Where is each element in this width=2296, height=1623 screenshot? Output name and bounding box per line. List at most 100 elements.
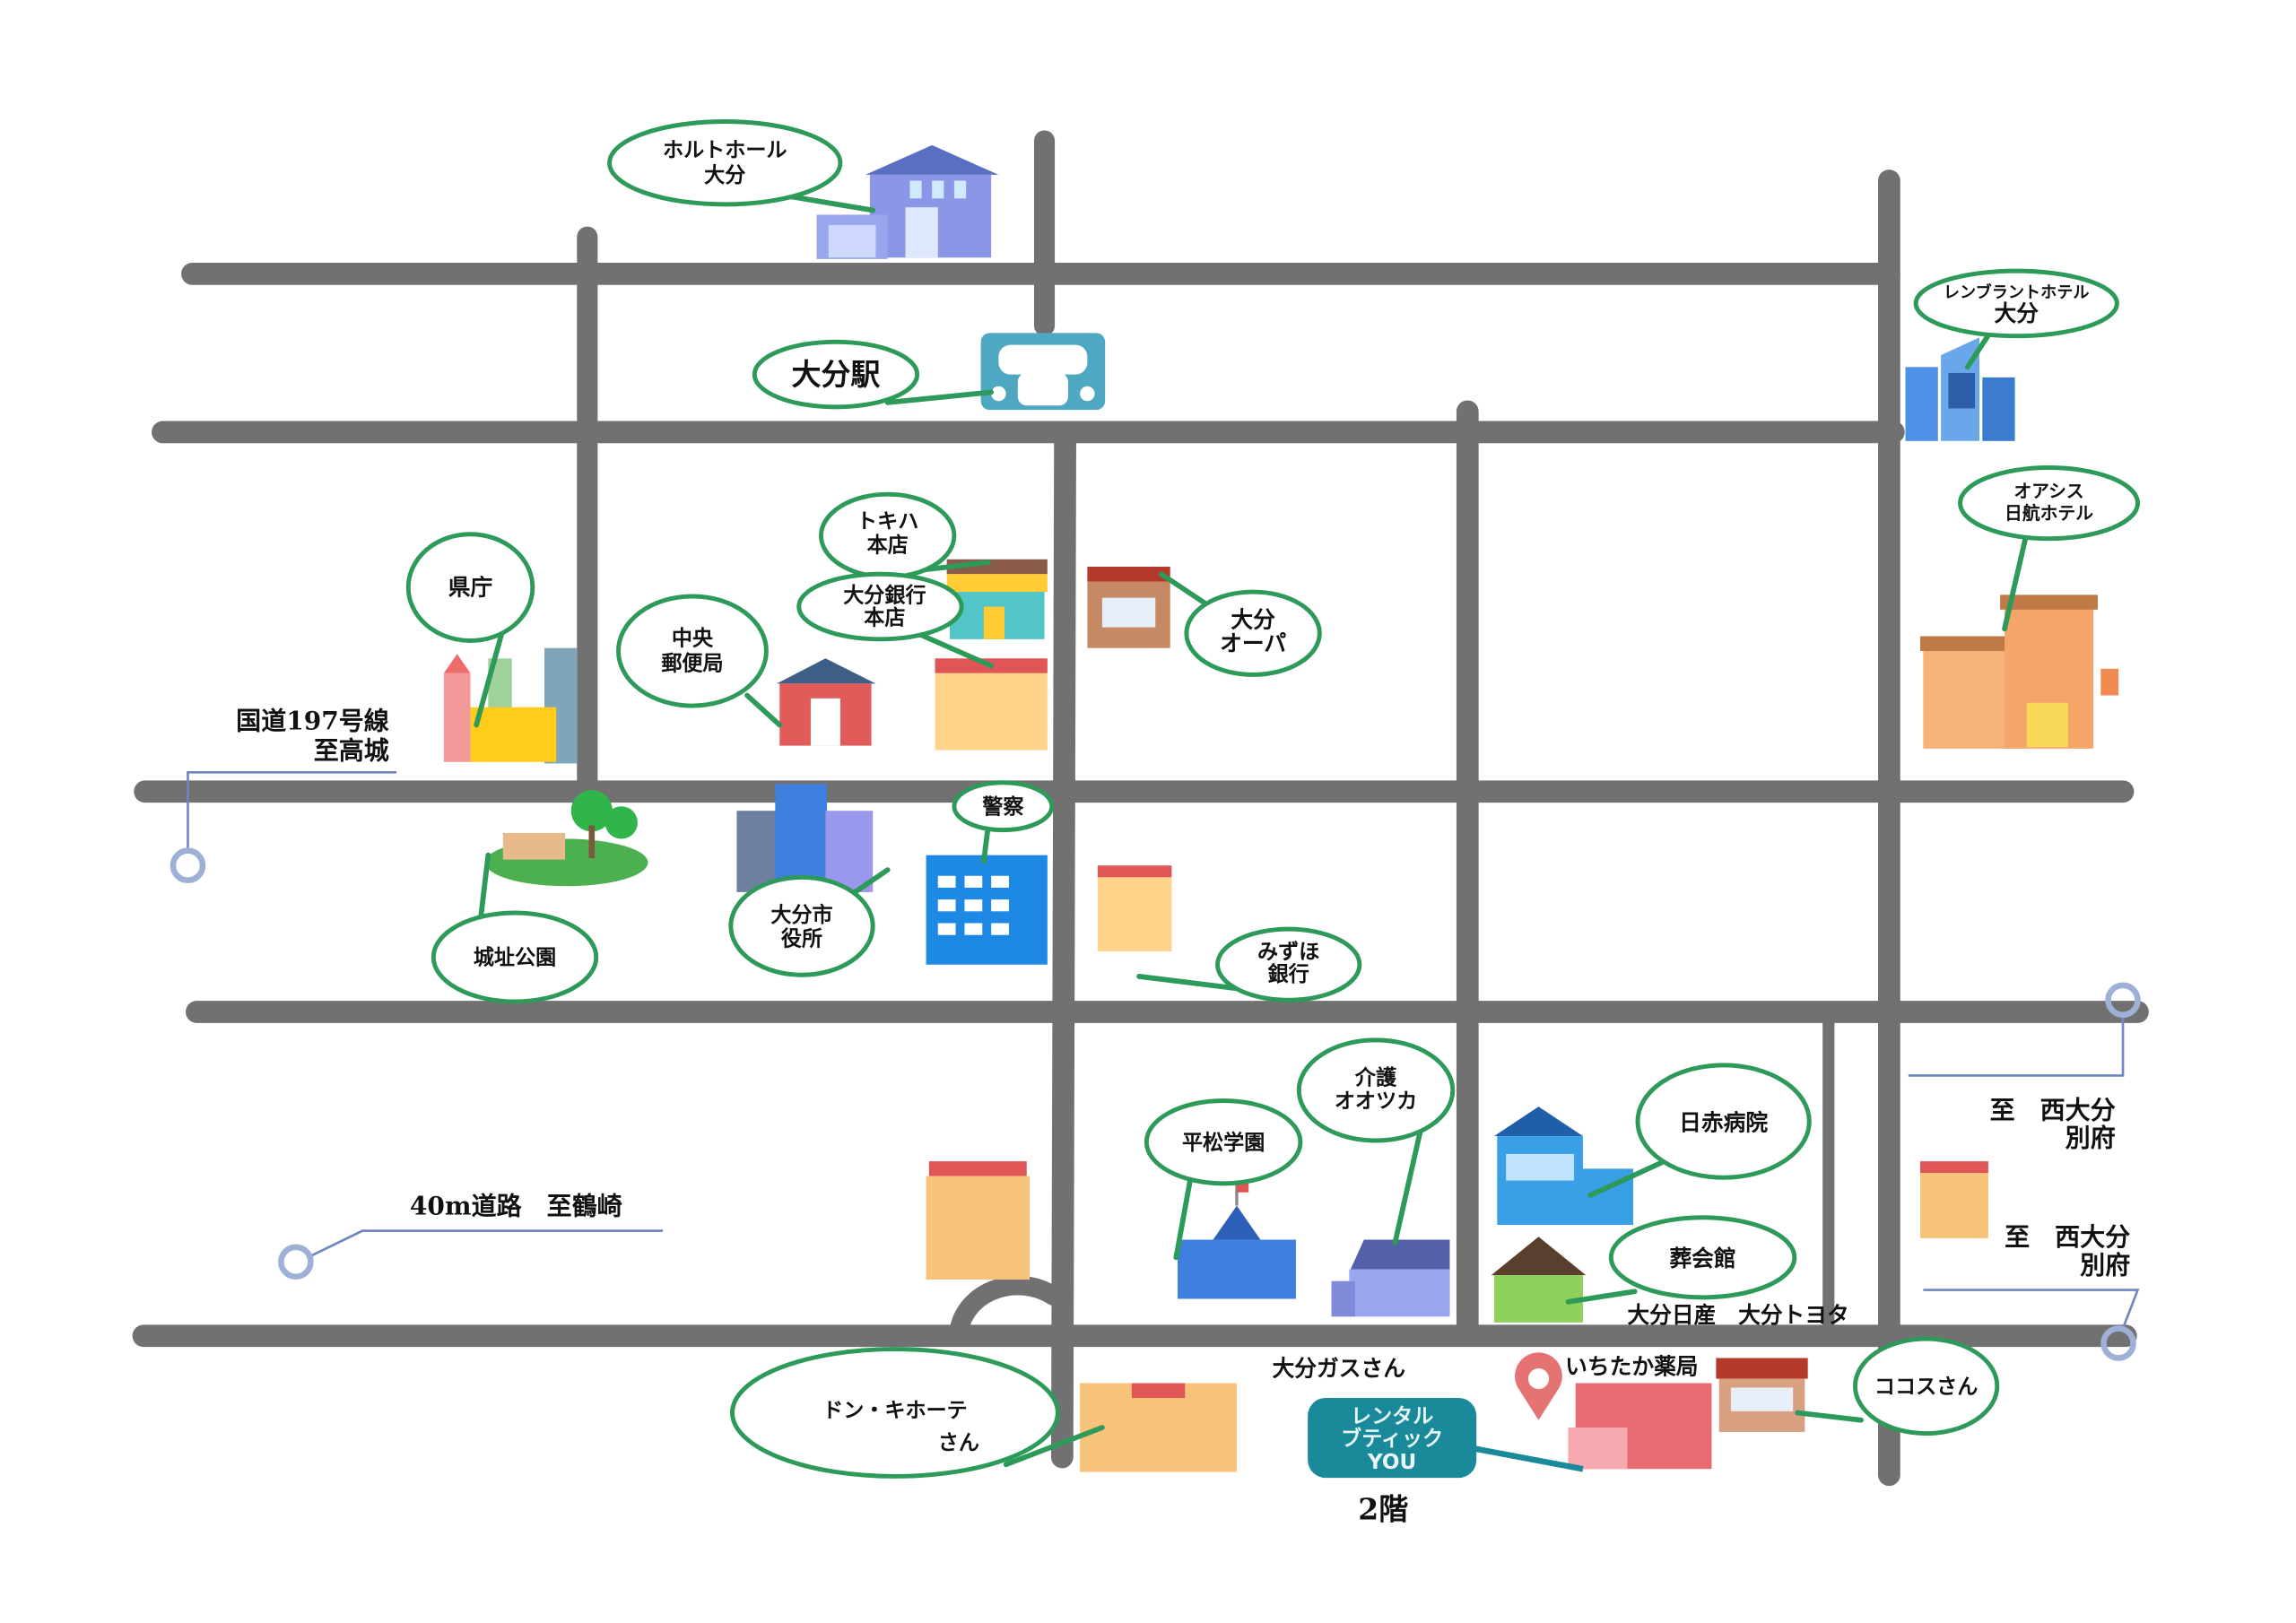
school-building-icon <box>1177 1183 1296 1299</box>
svg-text:トキハ本店: トキハ本店 <box>857 510 918 557</box>
callout-oita-bank[interactable]: 大分銀行本店 <box>796 571 995 669</box>
oasis-hotel-building-icon <box>1920 595 2119 749</box>
callout-text: ドン・キホーテ <box>822 1399 968 1422</box>
callout-red-cross[interactable]: 日赤病院 <box>1587 1063 1812 1198</box>
destination-name: ブティック <box>1341 1427 1443 1451</box>
callout-text: 郵便局 <box>661 652 723 675</box>
callout-oasis[interactable]: オアシス日航ホテル <box>1958 465 2140 632</box>
callout-text: 葬会館 <box>1669 1245 1735 1271</box>
callout-cocos[interactable]: ココスさん <box>1795 1336 2000 1436</box>
callout-text: 平松学園 <box>1182 1131 1265 1155</box>
svg-text:みずほ銀行: みずほ銀行 <box>1257 941 1319 986</box>
pharmacy-building-icon <box>1568 1383 1712 1470</box>
callout-castle-park[interactable]: 城址公園 <box>430 852 599 1004</box>
callout-text: 本店 <box>867 534 909 558</box>
callout-text: オアシス <box>2013 481 2083 501</box>
funeral-hall-building-icon <box>1491 1237 1587 1323</box>
building-east-icon <box>1920 1161 1988 1238</box>
roads <box>132 130 2149 1487</box>
callout-city-hall[interactable]: 大分市役所 <box>728 867 891 977</box>
callout-text: 城址公園 <box>474 946 556 970</box>
callout-opa[interactable]: 大分オーパ <box>1158 571 1322 677</box>
holtohall-building-icon <box>816 144 999 259</box>
direction-connectors <box>170 770 2141 1361</box>
callout-text: 警察 <box>982 794 1024 819</box>
svg-text:大分銀行本店: 大分銀行本店 <box>843 584 926 630</box>
rembrandt-hotel-building-icon <box>1905 337 2015 441</box>
callout-mizuho[interactable]: みずほ銀行 <box>1136 926 1362 1002</box>
callout-oita-station[interactable]: 大分駅 <box>752 339 995 410</box>
ring-nishioita-1-icon <box>2105 982 2141 1019</box>
callout-donki[interactable]: ドン・キホーテさん <box>730 1347 1105 1479</box>
callout-prefecture[interactable]: 県庁 <box>405 532 535 728</box>
city-hall-building-icon <box>736 784 874 892</box>
connector-route197 <box>187 770 397 851</box>
callout-text: レンブラントホテル <box>1944 282 2090 302</box>
callout-text: 日赤病院 <box>1679 1109 1768 1135</box>
callout-text: 銀行 <box>1268 962 1309 986</box>
label-nishioita-1b: 別府 <box>2066 1124 2116 1153</box>
callout-text: オオツカ <box>1335 1090 1417 1114</box>
connector-nishioita-1 <box>1908 1014 2125 1077</box>
buildings <box>443 144 2119 1472</box>
callout-tokiwa[interactable]: トキハ本店 <box>818 491 991 580</box>
map-labels: 国道197号線至高城 40m道路 至鶴崎 至 西大分別府 至 西大分別府 大分日… <box>236 706 2130 1381</box>
callout-text: さん <box>938 1432 979 1455</box>
svg-text:ドン・キホーテさん: ドン・キホーテさん <box>822 1399 979 1454</box>
label-dealers: 大分日産 大分トヨタ <box>1627 1302 1848 1328</box>
svg-text:ホルトホール大分: ホルトホール大分 <box>663 139 787 187</box>
callout-text: 日航ホテル <box>2005 503 2093 524</box>
callout-text: 大分市 <box>770 903 832 927</box>
svg-text:至 西大分別府: 至 西大分別府 <box>2005 1222 2130 1280</box>
destination-name: レンタル <box>1351 1405 1433 1428</box>
label-nishioita-2b: 別府 <box>2080 1250 2130 1280</box>
callout-text: 大分 <box>1231 607 1275 633</box>
destination-name: YOU <box>1367 1451 1416 1474</box>
callout-text: 中央 <box>672 627 714 650</box>
callout-text: オーパ <box>1220 630 1286 656</box>
label-ichitaka-pharmacy: いちたか薬局 <box>1565 1354 1698 1380</box>
callout-post-office[interactable]: 中央郵便局 <box>616 594 783 728</box>
mizuho-bank-building-icon <box>1097 865 1172 951</box>
svg-text:至 西大分別府: 至 西大分別府 <box>1990 1095 2116 1152</box>
callout-text: ココスさん <box>1874 1376 1978 1399</box>
callout-text: ホルトホール <box>663 139 787 162</box>
callout-funeral-hall[interactable]: 葬会館 <box>1565 1215 1797 1305</box>
connector-40m <box>307 1229 663 1259</box>
post-office-building-icon <box>776 658 876 746</box>
label-oita-gas: 大分ガスさん <box>1273 1355 1405 1381</box>
callout-text: 県庁 <box>448 574 492 600</box>
svg-text:大分オーパ: 大分オーパ <box>1220 607 1286 656</box>
ring-route197-icon <box>170 847 206 883</box>
svg-text:中央郵便局: 中央郵便局 <box>661 627 723 675</box>
callout-police[interactable]: 警察 <box>952 780 1055 864</box>
svg-text:介護オオツカ: 介護オオツカ <box>1335 1065 1417 1113</box>
label-nishioita-1: 至 西大分 <box>1990 1095 2116 1124</box>
hotel-building-icon <box>926 1161 1031 1280</box>
road-v3 <box>1050 421 1076 1469</box>
ring-40m-icon <box>278 1244 314 1280</box>
svg-text:国道197号線至高城: 国道197号線至高城 <box>236 706 389 765</box>
location-pin-icon <box>1515 1352 1562 1420</box>
callout-rembrandt[interactable]: レンブラントホテル大分 <box>1913 268 2119 370</box>
opa-store-icon <box>1087 567 1170 648</box>
oita-bank-building-icon <box>935 658 1048 751</box>
callout-text: 大分銀行 <box>843 584 926 608</box>
svg-text:オアシス日航ホテル: オアシス日航ホテル <box>2005 481 2093 524</box>
label-route197: 国道197号線 <box>236 706 389 735</box>
callout-text: 大分 <box>704 164 745 187</box>
cocos-restaurant-icon <box>1716 1358 1808 1432</box>
svg-text:レンブラントホテル大分: レンブラントホテル大分 <box>1944 282 2090 326</box>
police-building-icon <box>926 855 1048 965</box>
care-facility-building-icon <box>1331 1239 1450 1317</box>
callout-hiramatsu[interactable]: 平松学園 <box>1144 1098 1303 1261</box>
hospital-building-icon <box>1493 1107 1634 1226</box>
callout-text: 介護 <box>1354 1065 1397 1089</box>
callout-holtohall[interactable]: ホルトホール大分 <box>607 119 876 213</box>
callout-kaigo[interactable]: 介護オオツカ <box>1296 1037 1456 1245</box>
callout-text: 役所 <box>781 927 822 950</box>
train-station-icon <box>980 333 1106 411</box>
